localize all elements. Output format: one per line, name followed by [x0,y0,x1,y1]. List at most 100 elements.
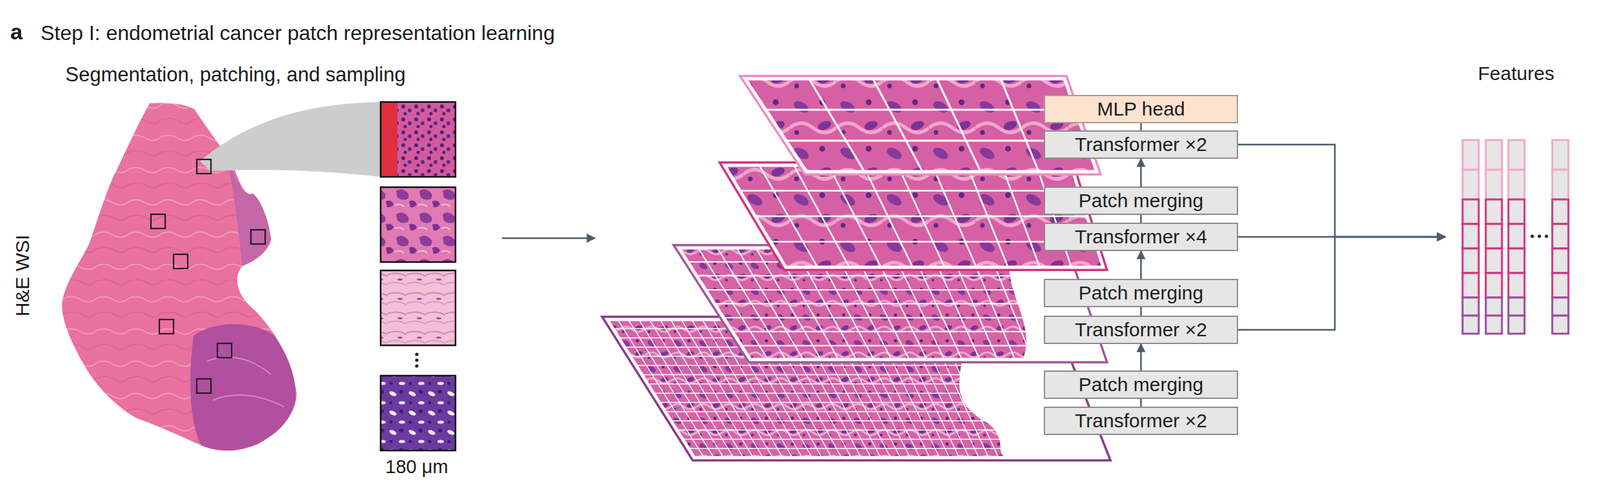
grid-line [1000,78,1039,172]
grid-line [628,319,715,458]
feature-cell [1508,248,1525,273]
feature-cell [1462,297,1479,316]
feature-cell [1462,272,1479,298]
section-label: Segmentation, patching, and sampling [65,63,406,87]
grid-line [636,365,1070,367]
stage-box: Patch merging [1043,186,1239,215]
grid-line [809,78,865,172]
grid-line [653,392,1081,394]
box-label: Transformer ×2 [1074,409,1208,433]
grid-line [872,78,923,172]
feature-cell [1485,169,1502,200]
grid-line [682,438,1100,440]
ellipsis-dot [1530,234,1534,238]
grid-line [705,289,1080,291]
box-label: Transformer ×2 [1074,133,1208,157]
ellipsis-dot [1537,234,1541,238]
panel-title: Step I: endometrial cancer patch represe… [40,21,555,46]
grid-line [741,344,1099,346]
grid-line [647,383,1078,385]
sample-square [217,343,232,358]
ellipsis-dot [1544,234,1548,238]
group-heading: Features [1478,62,1555,86]
feature-cell [1508,272,1525,298]
box-label: Transformer ×2 [1074,318,1208,342]
sample-square [150,214,166,229]
stage-box: Transformer ×2 [1043,315,1239,344]
patch-tile [380,270,456,346]
feature-cell [1485,272,1502,298]
feature-cell [1462,199,1479,224]
feature-cell [1508,140,1525,170]
patch-tile [380,101,398,177]
feature-cell [1462,248,1479,273]
feature-cell [1462,169,1479,200]
patch-tile [380,187,456,262]
feature-cell [1552,223,1569,249]
feature-cell [1462,140,1479,170]
grid-line [765,109,1076,111]
zoom-wedge [200,101,381,177]
feature-cell [1485,297,1502,316]
grid-line [732,330,1094,333]
ellipsis-dot [414,358,419,362]
sample-squares [150,159,266,393]
panel-letter: a [10,19,23,45]
stage-box: Transformer ×4 [1043,222,1239,251]
feature-cell [1552,297,1569,316]
grid-line [740,189,1080,192]
grid-line [676,429,1096,431]
connector [1140,307,1142,316]
feature-cell [1508,223,1525,249]
feature-cell [1552,140,1569,170]
feature-cell [1485,140,1502,170]
connector [1140,123,1142,131]
tissue-region [227,158,271,266]
feature-cell [1508,169,1525,200]
grid-line [659,401,1085,404]
grid-line [665,410,1089,413]
connector [1140,214,1142,223]
connector [1140,343,1142,371]
connector [1140,158,1142,187]
features-group: Features [1445,62,1588,340]
grid-line [714,303,1085,305]
grid-line [936,78,981,172]
stage-box: Patch merging [1043,278,1239,308]
grid-line [649,319,734,458]
sample-square [196,159,211,174]
feature-cell [1485,248,1502,273]
grid-line [785,140,1086,142]
grid-line [696,274,1075,277]
sample-square [196,378,211,393]
feature-cell [1485,223,1502,249]
patch-tile [380,375,456,451]
head-box: MLP head [1043,94,1239,124]
patch-column [380,101,456,451]
feature-cell [1552,248,1569,273]
connector [1238,144,1446,237]
box-label: Patch merging [1078,281,1204,305]
feature-cell [1485,199,1502,224]
feature-cell [1462,315,1479,334]
scale-label: 180 μm [385,456,448,478]
side-label: H&E WSI [11,234,35,317]
grid-line [723,316,1089,319]
layer-inner-border [724,165,1104,268]
patch-tile [380,101,456,177]
ellipsis-dot [414,363,419,368]
feature-vectors [1462,140,1569,334]
feature-cell [1485,315,1502,334]
sample-square [250,229,266,244]
stage-box: Patch merging [1043,370,1239,399]
connector [1140,398,1142,407]
ellipsis-dot [414,352,419,356]
tissue-region [190,323,296,451]
stage-box: Transformer ×2 [1043,406,1239,435]
patch-tile [380,101,456,177]
feature-cell [1552,169,1569,200]
connector [1140,250,1142,279]
sample-square [173,254,188,269]
grid-line [641,374,1074,376]
